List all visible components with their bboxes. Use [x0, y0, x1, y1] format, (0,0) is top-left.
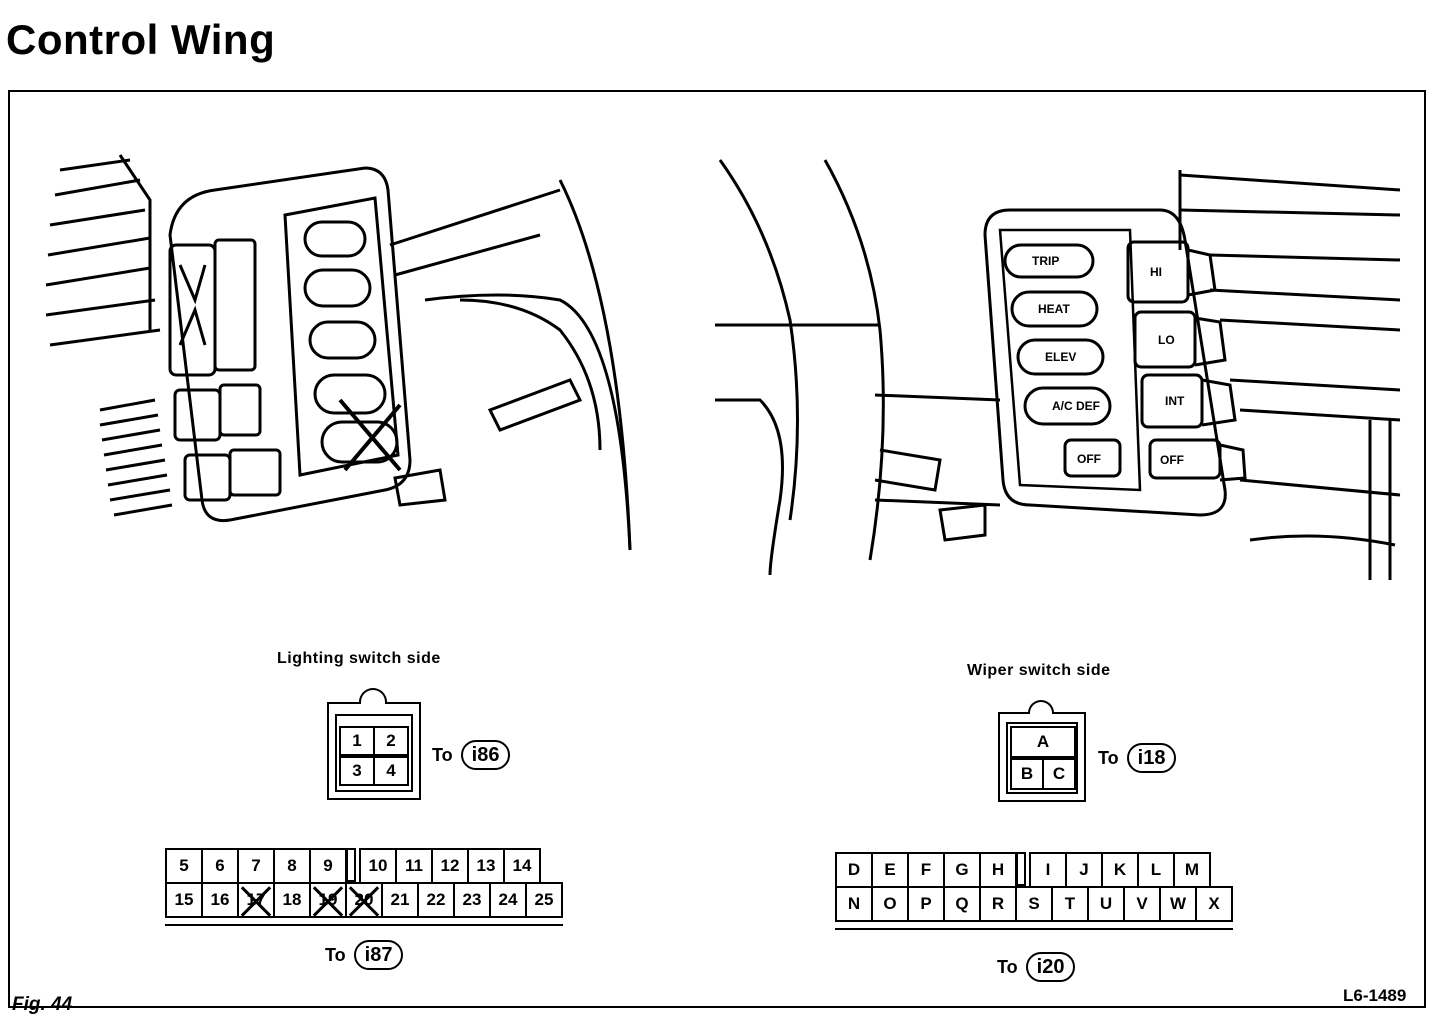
i87-pin-23: 23 — [453, 882, 491, 918]
pin-3: 3 — [339, 756, 375, 786]
i87-pin-15: 15 — [165, 882, 203, 918]
i20-pin-k: K — [1101, 852, 1139, 888]
to-label: To — [432, 744, 453, 765]
trip-button-label: TRIP — [1032, 254, 1059, 268]
left-grille — [99, 398, 173, 517]
to-label: To — [1098, 747, 1119, 768]
i87-pin-18: 18 — [273, 882, 311, 918]
i87-pin-24: 24 — [489, 882, 527, 918]
i87-pin-9: 9 — [309, 848, 347, 884]
i87-pin-11: 11 — [395, 848, 433, 884]
to-i18: To i18 — [1098, 743, 1177, 773]
lighting-switch-caption: Lighting switch side — [277, 650, 441, 667]
i20-pin-l: L — [1137, 852, 1175, 888]
i20-pin-f: F — [907, 852, 945, 888]
page-title: Control Wing — [6, 16, 276, 63]
i20-pin-o: O — [871, 886, 909, 922]
drawing-code: L6-1489 — [1343, 986, 1407, 1005]
i20-pin-s: S — [1015, 886, 1053, 922]
i20-pin-h: H — [979, 852, 1017, 888]
i20-pin-n: N — [835, 886, 873, 922]
i87-pin-7: 7 — [237, 848, 275, 884]
figure-label: Fig. 44 — [12, 994, 73, 1015]
lo-button-label: LO — [1158, 333, 1175, 347]
i87-pin-21: 21 — [381, 882, 419, 918]
i20-pin-r: R — [979, 886, 1017, 922]
i87-key-slot — [346, 848, 356, 882]
i87-pin-19: 19 — [309, 882, 347, 918]
i87-pin-14: 14 — [503, 848, 541, 884]
center-off-button-label: OFF — [1077, 452, 1101, 466]
i87-pin-25: 25 — [525, 882, 563, 918]
i20-pin-w: W — [1159, 886, 1197, 922]
i20-pin-d: D — [835, 852, 873, 888]
wiper-off-button-label: OFF — [1160, 453, 1184, 467]
connector-ref-i86: i86 — [460, 740, 511, 770]
i20-pin-m: M — [1173, 852, 1211, 888]
i87-pin-13: 13 — [467, 848, 505, 884]
figure-frame — [8, 90, 1426, 1008]
pin-a: A — [1010, 726, 1076, 758]
pin-1: 1 — [339, 726, 375, 756]
to-label: To — [997, 956, 1018, 977]
ac-def-button-label: A/C DEF — [1052, 399, 1100, 413]
wiper-switch-caption: Wiper switch side — [967, 662, 1111, 679]
pin-c: C — [1042, 758, 1076, 790]
right-switch-pod — [983, 208, 1227, 517]
lighting-small-connector: 1 2 3 4 — [327, 688, 421, 800]
connector-ref-i87: i87 — [353, 940, 404, 970]
left-vent-louvers — [45, 154, 161, 347]
connector-ref-i18: i18 — [1126, 743, 1177, 773]
i20-pin-g: G — [943, 852, 981, 888]
hi-button-label: HI — [1150, 265, 1162, 279]
pin-b: B — [1010, 758, 1044, 790]
i87-pin-5: 5 — [165, 848, 203, 884]
i20-pin-x: X — [1195, 886, 1233, 922]
i20-pin-q: Q — [943, 886, 981, 922]
left-switch-pod — [168, 166, 412, 523]
i87-pin-12: 12 — [431, 848, 469, 884]
i20-pin-t: T — [1051, 886, 1089, 922]
elev-button-label: ELEV — [1045, 350, 1076, 364]
i20-pin-p: P — [907, 886, 945, 922]
heat-button-label: HEAT — [1038, 302, 1070, 316]
int-button-label: INT — [1165, 394, 1185, 408]
i20-pin-i: I — [1029, 852, 1067, 888]
i20-pin-u: U — [1087, 886, 1125, 922]
i87-pin-10: 10 — [359, 848, 397, 884]
i87-pin-17: 17 — [237, 882, 275, 918]
i20-pin-e: E — [871, 852, 909, 888]
i87-pin-6: 6 — [201, 848, 239, 884]
i20-key-slot — [1016, 852, 1026, 886]
i87-pin-22: 22 — [417, 882, 455, 918]
i87-pin-8: 8 — [273, 848, 311, 884]
i87-pin-20: 20 — [345, 882, 383, 918]
i20-pin-j: J — [1065, 852, 1103, 888]
to-label: To — [325, 944, 346, 965]
pin-4: 4 — [373, 756, 409, 786]
to-i20: To i20 — [997, 952, 1076, 982]
i87-base-line — [165, 918, 563, 926]
wiper-small-connector: A B C — [998, 700, 1086, 802]
to-i87: To i87 — [325, 940, 404, 970]
pin-2: 2 — [373, 726, 409, 756]
connector-ref-i20: i20 — [1025, 952, 1076, 982]
i20-pin-v: V — [1123, 886, 1161, 922]
to-i86: To i86 — [432, 740, 511, 770]
i87-pin-16: 16 — [201, 882, 239, 918]
right-steering-arc — [718, 159, 799, 521]
i20-base-line — [835, 922, 1233, 930]
